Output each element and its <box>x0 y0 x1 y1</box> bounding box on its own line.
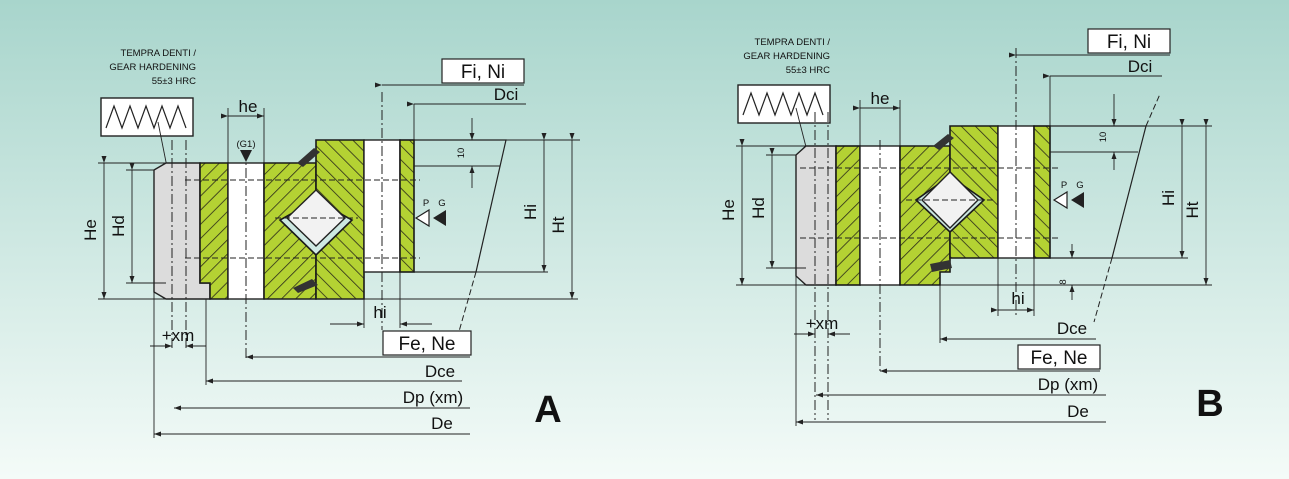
g1-arrow <box>240 150 252 162</box>
gear-note-line1: TEMPRA DENTI / <box>121 48 197 59</box>
fi-ni-label: Fi, Ni <box>1107 32 1151 53</box>
hi-small-label: hi <box>373 303 386 322</box>
hi-label: Hi <box>1159 190 1178 206</box>
panel-b: TEMPRA DENTI / GEAR HARDENING 55±3 HRC <box>719 28 1224 426</box>
ten-label: 10 <box>1098 132 1109 143</box>
fe-ne-label: Fe, Ne <box>398 334 455 355</box>
hd-label: Hd <box>109 215 128 237</box>
gear-note-line3: 55±3 HRC <box>152 76 196 87</box>
inner-ring-hatch <box>1033 125 1051 259</box>
seal-bottom <box>293 279 318 293</box>
he-label: he <box>239 97 258 116</box>
gear-note-line2: GEAR HARDENING <box>109 62 196 73</box>
inner-extension-outline <box>1050 125 1147 259</box>
taper-extension <box>1093 257 1113 323</box>
seal-top <box>933 134 954 150</box>
gear-ring-section <box>795 145 837 286</box>
gear-teeth-icon <box>742 91 824 117</box>
panel-b-letter: B <box>1196 383 1223 425</box>
he-height-label: He <box>719 199 738 221</box>
g1-label: (G1) <box>237 139 256 150</box>
fe-ne-box <box>1017 344 1101 370</box>
p-arrow <box>414 208 430 228</box>
dp-label: Dp (xm) <box>1038 375 1098 394</box>
xm-label: +xm <box>162 326 195 345</box>
hi-label: Hi <box>521 204 540 220</box>
cross-roller <box>921 171 979 229</box>
dci-label: Dci <box>1128 57 1153 76</box>
gear-teeth-icon <box>105 104 187 130</box>
seal-bottom <box>930 260 952 272</box>
hd-label: Hd <box>749 197 768 219</box>
ht-label: Ht <box>549 216 568 233</box>
taper-extension <box>457 271 477 336</box>
ht-label: Ht <box>1183 201 1202 218</box>
g-label: G <box>438 198 445 209</box>
de-label: De <box>1067 402 1089 421</box>
gear-note-line2: GEAR HARDENING <box>743 51 830 62</box>
outer-ring-hatch <box>199 162 229 300</box>
gear-teeth-box <box>737 84 831 124</box>
fi-ni-box <box>441 58 525 84</box>
he-label: he <box>871 89 890 108</box>
gear-teeth-box <box>100 97 194 137</box>
p-arrow <box>1052 190 1068 210</box>
xm-label: +xm <box>806 314 839 333</box>
eight-label: 8 <box>1058 279 1069 284</box>
p-label: P <box>423 198 429 209</box>
panel-a-letter: A <box>534 389 561 431</box>
fi-ni-box <box>1087 28 1171 54</box>
ten-label: 10 <box>456 148 467 159</box>
inner-ring-hatch <box>399 139 415 273</box>
g-arrow <box>1071 192 1084 208</box>
taper-extension-top <box>1145 93 1161 127</box>
seal-top <box>297 148 320 167</box>
dce-label: Dce <box>425 362 455 381</box>
panel-a: TEMPRA DENTI / GEAR HARDENING 55±3 HRC <box>81 48 580 438</box>
outer-ring-hatch <box>835 145 861 286</box>
dp-label: Dp (xm) <box>403 388 463 407</box>
g-arrow <box>433 210 446 226</box>
fi-ni-label: Fi, Ni <box>461 62 505 83</box>
gear-note-line1: TEMPRA DENTI / <box>755 37 831 48</box>
g-label: G <box>1076 180 1083 191</box>
dci-label: Dci <box>494 85 519 104</box>
gear-note-line3: 55±3 HRC <box>786 65 830 76</box>
fe-ne-label: Fe, Ne <box>1030 348 1087 369</box>
he-height-label: He <box>81 219 100 241</box>
de-label: De <box>431 414 453 433</box>
hi-small-label: hi <box>1011 289 1024 308</box>
dce-label: Dce <box>1057 319 1087 338</box>
fe-ne-box <box>382 330 472 356</box>
p-label: P <box>1061 180 1067 191</box>
